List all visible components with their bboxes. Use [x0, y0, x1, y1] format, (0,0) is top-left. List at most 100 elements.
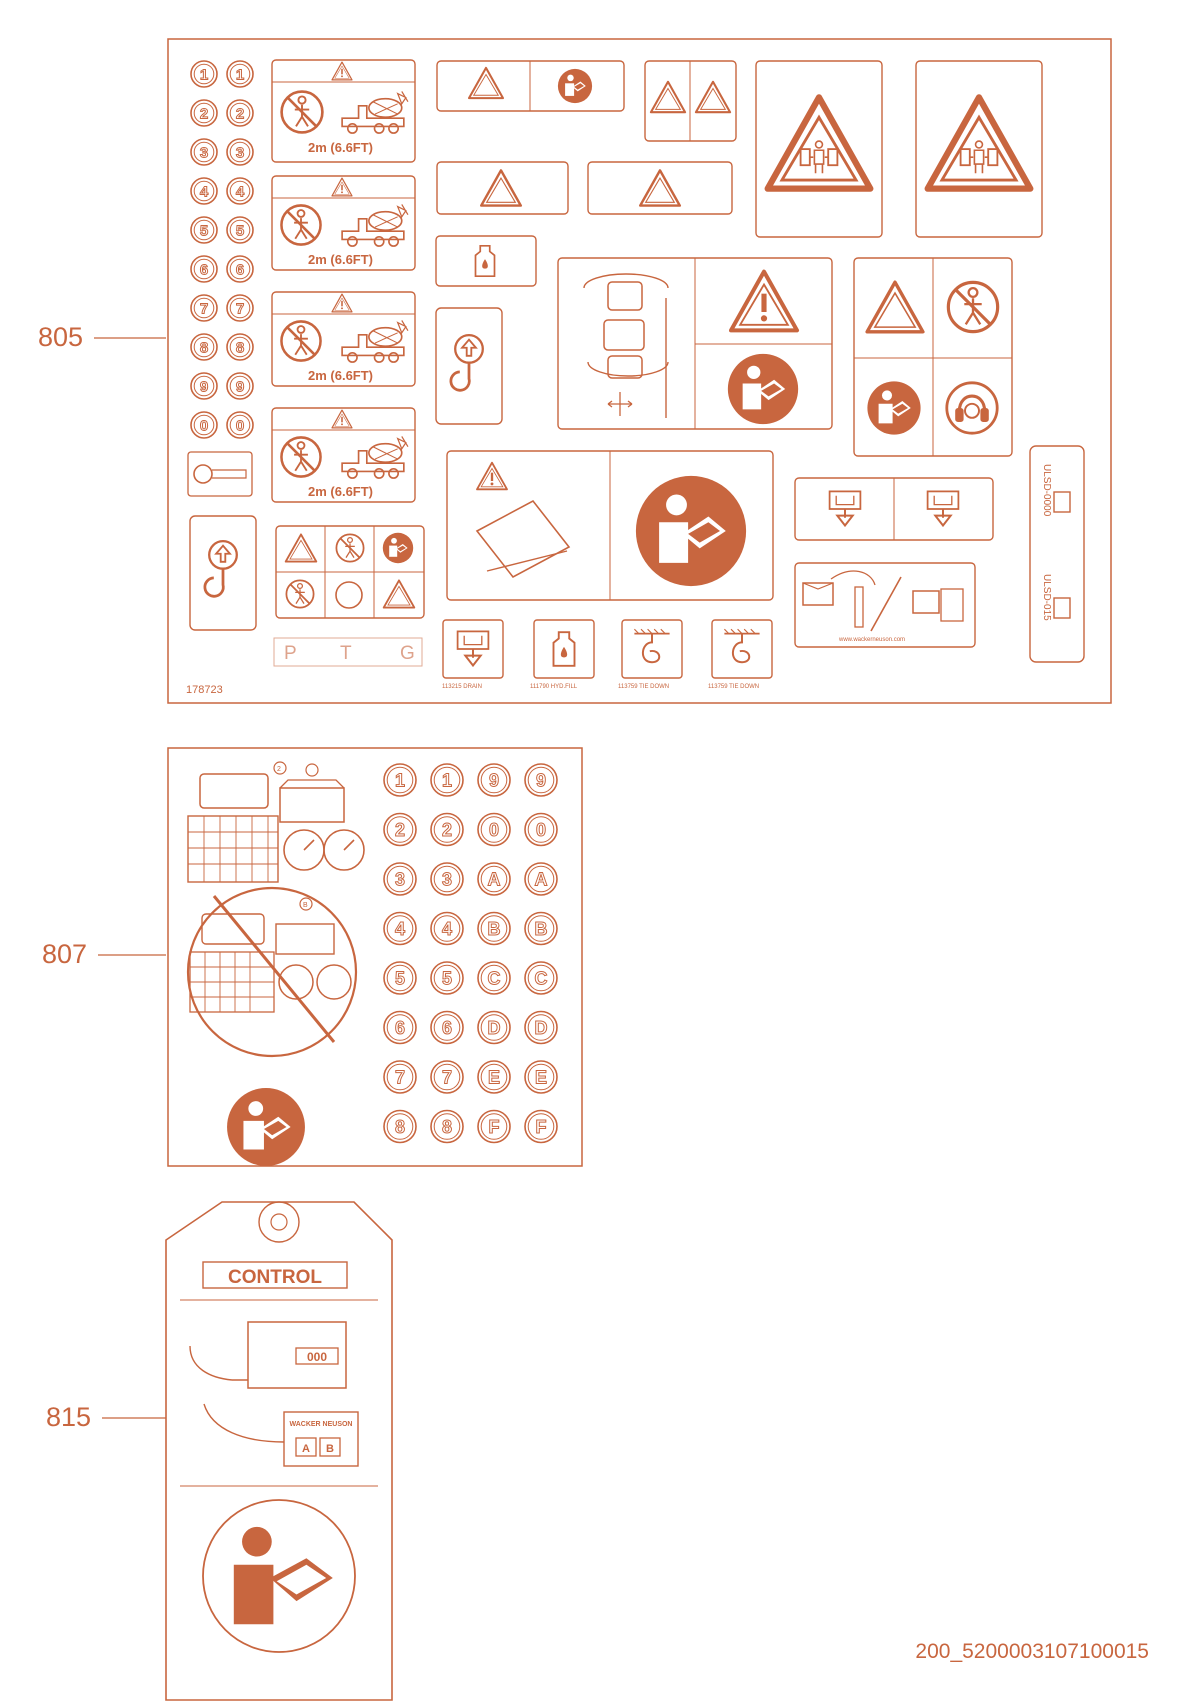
- hyd-fill-code: 111790 HYD.FILL: [530, 684, 578, 690]
- number-badge-5-a: 5: [190, 216, 218, 244]
- badge-text: 4: [200, 183, 209, 200]
- badge-text: 1: [395, 770, 405, 790]
- number-badge-8-b: 8: [226, 333, 254, 361]
- badge-text: E: [488, 1067, 500, 1087]
- read-manual-icon: [867, 381, 921, 435]
- ulsd-fuel-label: ULSD-0000 ULSD-015: [1029, 445, 1085, 663]
- sheet-number: 178723: [186, 684, 223, 696]
- number-badge-3-a: 3: [190, 138, 218, 166]
- keep-distance-label-1: 2m (6.6FT): [271, 59, 416, 163]
- badge-text: 5: [200, 222, 208, 239]
- grid-badge-7-6-1: 7: [430, 1060, 464, 1094]
- badge-text: 5: [236, 222, 244, 239]
- badge-text: A: [535, 869, 548, 889]
- badge-text: F: [536, 1117, 547, 1137]
- badge-text: 3: [442, 869, 452, 889]
- prohibition-icon: [335, 533, 365, 563]
- number-badge-1-b: 1: [226, 60, 254, 88]
- warning-triangle-icon: [731, 272, 797, 331]
- crush-warning-large-2: [915, 60, 1043, 238]
- fluid-level-label: [435, 235, 537, 287]
- grid-badge-2-1-1: 2: [430, 812, 464, 847]
- grid-badge-D-5-2: D: [477, 1010, 511, 1045]
- grid-badge-3-2-0: 3: [383, 862, 417, 896]
- number-badge-0-a: 0: [190, 411, 218, 439]
- read-manual-icon: [727, 353, 799, 425]
- badge-text: 2: [395, 820, 405, 840]
- no-person-icon: [280, 320, 322, 362]
- keep-distance-label-2: 2m (6.6FT): [271, 175, 416, 271]
- badge-text: 9: [489, 770, 499, 790]
- badge-text: 0: [489, 820, 499, 840]
- control-panel-illustration: 2: [187, 761, 365, 883]
- read-manual-icon: [382, 532, 414, 564]
- grid-badge-0-1-3: 0: [524, 812, 558, 847]
- drain-icon: [828, 490, 862, 527]
- badge-text: 2: [200, 105, 208, 122]
- badge-text: 9: [236, 378, 244, 395]
- number-badge-2-a: 2: [190, 99, 218, 127]
- number-badge-9-a: 9: [190, 372, 218, 400]
- keep-distance-label-4: 2m (6.6FT): [271, 407, 416, 503]
- tie-down-label-2: 113759 TIE DOWN: [708, 619, 773, 690]
- grid-badge-B-3-3: B: [524, 911, 558, 946]
- grid-badge-A-2-3: A: [524, 862, 558, 896]
- warning-triangle-icon: [331, 61, 353, 81]
- fill-icon: [926, 490, 960, 527]
- grid-badge-1-0-0: 1: [383, 763, 417, 797]
- warning-triangle-icon: [331, 293, 353, 313]
- lifting-point-label-2: [435, 307, 503, 425]
- grid-badge-6-5-1: 6: [430, 1010, 464, 1045]
- grid-badge-2-1-0: 2: [383, 812, 417, 847]
- grid-badge-F-7-2: F: [477, 1109, 511, 1144]
- tie-down-code-1: 113759 TIE DOWN: [618, 684, 669, 690]
- ptg-label: P T G: [273, 637, 423, 667]
- grid-badge-9-0-3: 9: [524, 763, 558, 797]
- grid-badge-6-5-0: 6: [383, 1010, 417, 1045]
- grid-badge-5-4-0: 5: [383, 961, 417, 995]
- warning-triangle-icon: [865, 280, 925, 334]
- badge-text: B: [488, 919, 501, 939]
- tie-down-icon: [633, 628, 671, 664]
- grid-badge-C-4-2: C: [477, 961, 511, 995]
- lift-hook-icon: [203, 539, 239, 598]
- torque-label: [187, 451, 253, 497]
- sheet-807-outline: [167, 747, 583, 1167]
- marker-b: B: [303, 902, 308, 909]
- number-badge-7-b: 7: [226, 294, 254, 322]
- distance-label: 2m (6.6FT): [308, 252, 373, 267]
- badge-text: 6: [236, 261, 244, 278]
- drain-icon: [456, 630, 490, 667]
- warning-triangle-icon: [649, 80, 687, 114]
- warning-label-a: [436, 161, 569, 215]
- grid-badge-B-3-2: B: [477, 911, 511, 946]
- control-tag-outline: [165, 1201, 393, 1701]
- warning-triangle-icon: [638, 169, 682, 207]
- switch-panel: [283, 1411, 359, 1467]
- warning-triangle-icon: [331, 177, 353, 197]
- grid-badge-9-0-2: 9: [477, 763, 511, 797]
- distance-label: 2m (6.6FT): [308, 140, 373, 155]
- drain-code: 113215 DRAIN: [442, 684, 482, 690]
- badge-text: 5: [395, 968, 405, 988]
- tag-hole-outer: [258, 1201, 300, 1243]
- counter-value: 000: [307, 1350, 327, 1364]
- badge-text: B: [535, 919, 548, 939]
- badge-text: 6: [200, 261, 208, 278]
- prohibited-panel-illustration: B: [186, 886, 358, 1058]
- number-badge-8-a: 8: [190, 333, 218, 361]
- switch-b-box: [319, 1437, 341, 1457]
- warning-triangle-icon: [479, 169, 523, 207]
- read-manual-icon: [233, 1526, 333, 1625]
- document-id: 200_5200003107100015: [915, 1640, 1149, 1663]
- grid-badge-E-6-3: E: [524, 1060, 558, 1094]
- grid-badge-D-5-3: D: [524, 1010, 558, 1045]
- read-manual-icon: [227, 1088, 305, 1166]
- number-badge-2-b: 2: [226, 99, 254, 127]
- drain-label: 113215 DRAIN: [442, 619, 504, 690]
- ppe-label: [853, 257, 1013, 457]
- grid-badge-3-2-1: 3: [430, 862, 464, 896]
